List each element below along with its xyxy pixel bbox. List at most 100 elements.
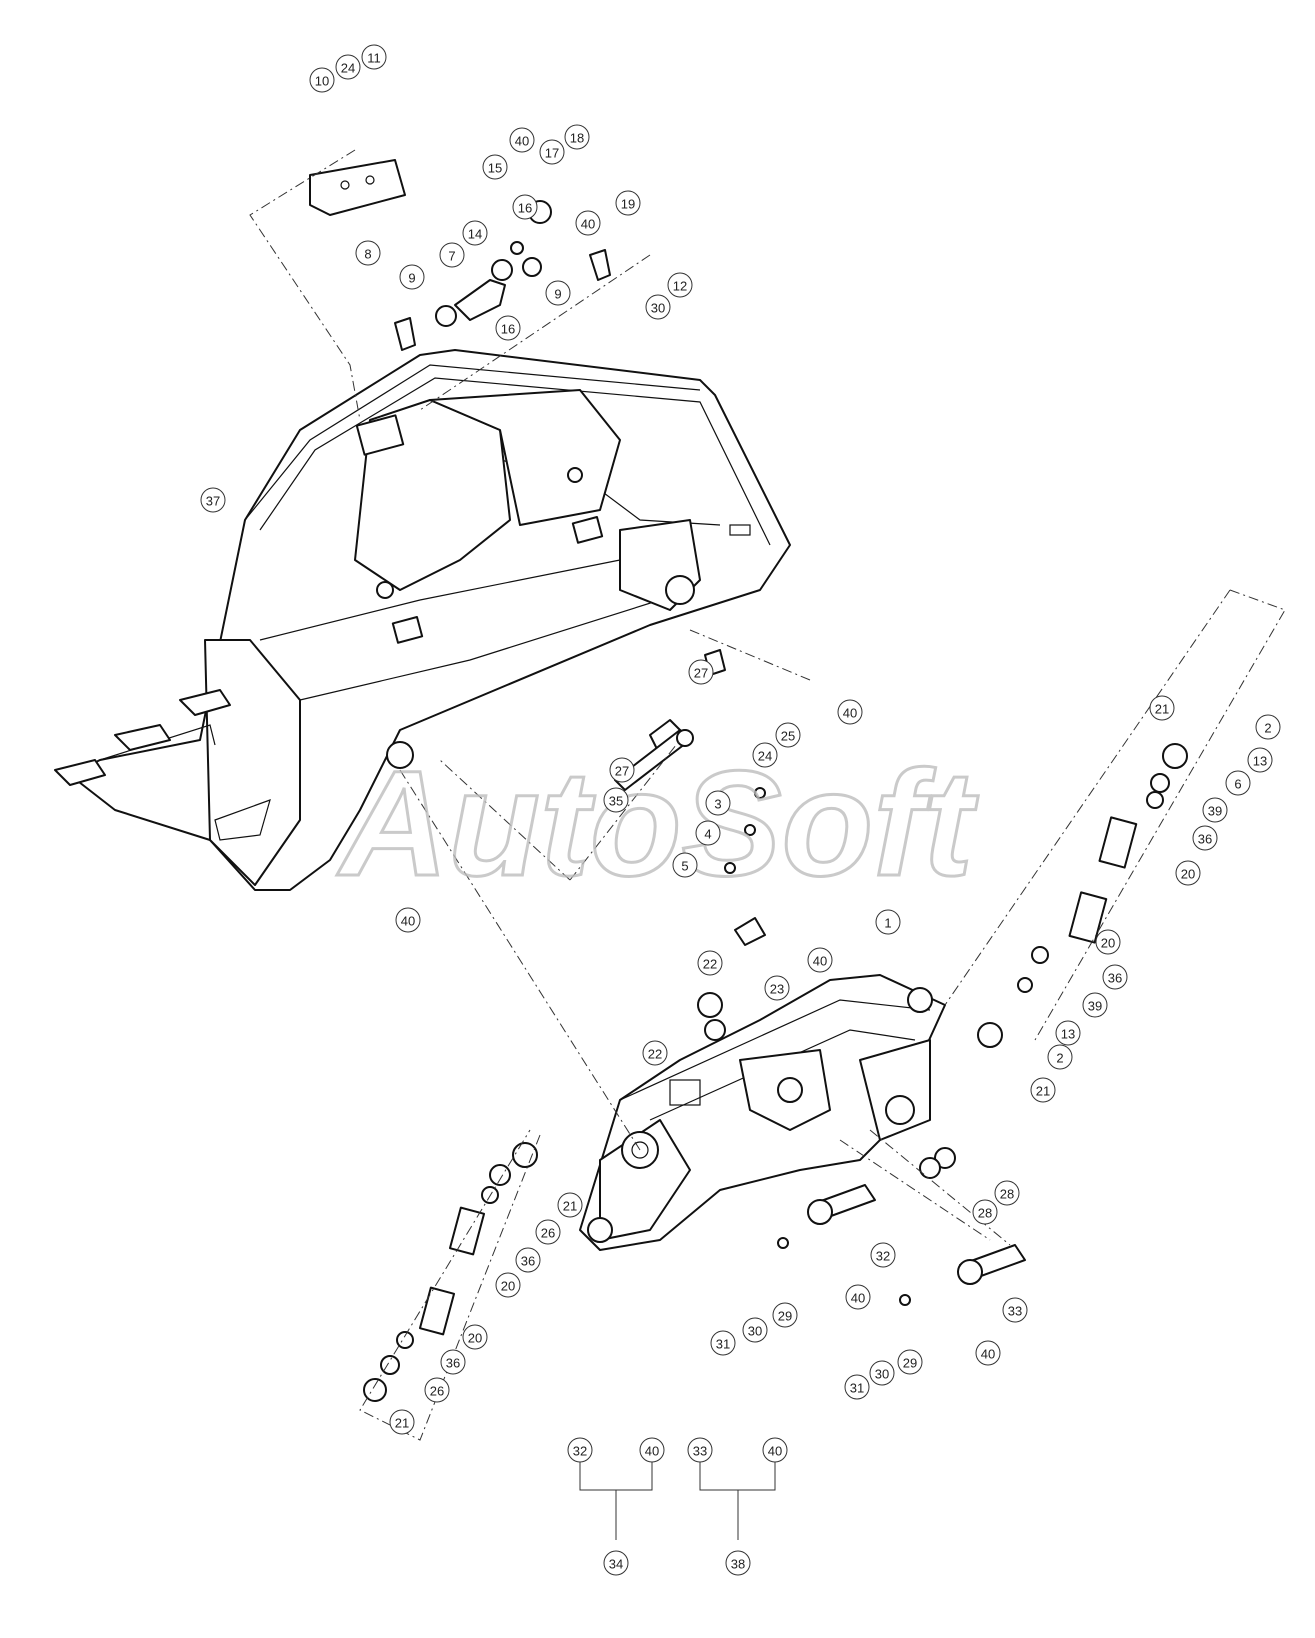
callout-circle (512, 194, 538, 220)
callout-circle (495, 1272, 521, 1298)
callout-27: 27 (609, 757, 635, 783)
callout-10: 10 (309, 67, 335, 93)
callout-40: 40 (975, 1340, 1001, 1366)
callout-number: 21 (563, 1199, 577, 1214)
callout-4: 4 (695, 820, 721, 846)
callout-number: 8 (364, 247, 371, 262)
callout-circle (975, 1340, 1001, 1366)
callout-circle (462, 1324, 488, 1350)
callout-number: 12 (673, 279, 687, 294)
callout-34: 34 (603, 1550, 629, 1576)
callout-40: 40 (837, 699, 863, 725)
callout-number: 39 (1088, 999, 1102, 1014)
callout-6: 6 (1225, 770, 1251, 796)
callout-number: 36 (1108, 971, 1122, 986)
callout-circle (1055, 1020, 1081, 1046)
callout-7: 7 (439, 242, 465, 268)
callout-circle (395, 907, 421, 933)
callout-number: 31 (850, 1381, 864, 1396)
callout-2: 2 (1047, 1044, 1073, 1070)
callout-13: 13 (1055, 1020, 1081, 1046)
callout-20: 20 (462, 1324, 488, 1350)
callout-16: 16 (512, 194, 538, 220)
callout-40: 40 (845, 1284, 871, 1310)
callout-25: 25 (775, 722, 801, 748)
callout-circle (642, 1040, 668, 1066)
callout-circle (837, 699, 863, 725)
callout-circle (1192, 825, 1218, 851)
callout-number: 30 (875, 1367, 889, 1382)
callout-number: 9 (408, 271, 415, 286)
callout-number: 14 (468, 227, 482, 242)
callout-number: 23 (770, 982, 784, 997)
callout-9: 9 (545, 280, 571, 306)
callout-circle (1102, 964, 1128, 990)
callout-circle (1247, 747, 1273, 773)
callout-circle (609, 757, 635, 783)
callout-number: 5 (681, 859, 688, 874)
callout-circle (844, 1374, 870, 1400)
callout-circle (688, 659, 714, 685)
kit-brackets (579, 1450, 776, 1540)
callout-circle (1175, 860, 1201, 886)
callout-number: 6 (1234, 777, 1241, 792)
callout-number: 33 (1008, 1304, 1022, 1319)
callout-number: 16 (518, 201, 532, 216)
callout-number: 30 (651, 301, 665, 316)
callout-20: 20 (1095, 929, 1121, 955)
callout-number: 20 (468, 1331, 482, 1346)
callout-36: 36 (440, 1349, 466, 1375)
callout-circle (495, 315, 521, 341)
callout-number: 34 (609, 1557, 623, 1572)
callout-29: 29 (772, 1302, 798, 1328)
callout-circle (564, 124, 590, 150)
callout-circle (897, 1349, 923, 1375)
callout-2: 2 (1255, 714, 1281, 740)
top-parts (309, 159, 611, 351)
callout-number: 26 (430, 1384, 444, 1399)
callout-circle (462, 220, 488, 246)
callout-circle (807, 947, 833, 973)
callout-circle (309, 67, 335, 93)
callout-circle (389, 1409, 415, 1435)
bucket-assembly (54, 349, 791, 891)
callout-circle (772, 1302, 798, 1328)
callout-number: 28 (978, 1206, 992, 1221)
callout-circle (603, 1550, 629, 1576)
callout-number: 2 (1264, 721, 1271, 736)
callout-36: 36 (515, 1247, 541, 1273)
callout-number: 39 (1208, 804, 1222, 819)
callout-40: 40 (575, 210, 601, 236)
callout-circle (725, 1550, 751, 1576)
callout-22: 22 (642, 1040, 668, 1066)
callout-number: 25 (781, 729, 795, 744)
callout-number: 17 (545, 146, 559, 161)
callout-circle (994, 1180, 1020, 1206)
callout-number: 36 (521, 1254, 535, 1269)
callout-number: 33 (693, 1444, 707, 1459)
callout-13: 13 (1247, 747, 1273, 773)
callout-number: 15 (488, 161, 502, 176)
callout-number: 30 (748, 1324, 762, 1339)
callout-37: 37 (200, 487, 226, 513)
callout-24: 24 (752, 742, 778, 768)
callout-circle (845, 1284, 871, 1310)
callout-21: 21 (557, 1192, 583, 1218)
callout-21: 21 (1030, 1077, 1056, 1103)
quick-coupler-frame (579, 974, 946, 1251)
callout-circle (545, 280, 571, 306)
callout-33: 33 (1002, 1297, 1028, 1323)
callout-number: 11 (367, 51, 381, 66)
callout-number: 24 (758, 749, 772, 764)
callout-number: 19 (621, 197, 635, 212)
callout-19: 19 (615, 190, 641, 216)
callout-number: 9 (554, 287, 561, 302)
callout-40: 40 (762, 1437, 788, 1463)
callout-circle (645, 294, 671, 320)
callout-18: 18 (564, 124, 590, 150)
callout-5: 5 (672, 852, 698, 878)
callout-circle (764, 975, 790, 1001)
callout-32: 32 (870, 1242, 896, 1268)
callout-circle (695, 820, 721, 846)
callout-number: 24 (341, 61, 355, 76)
